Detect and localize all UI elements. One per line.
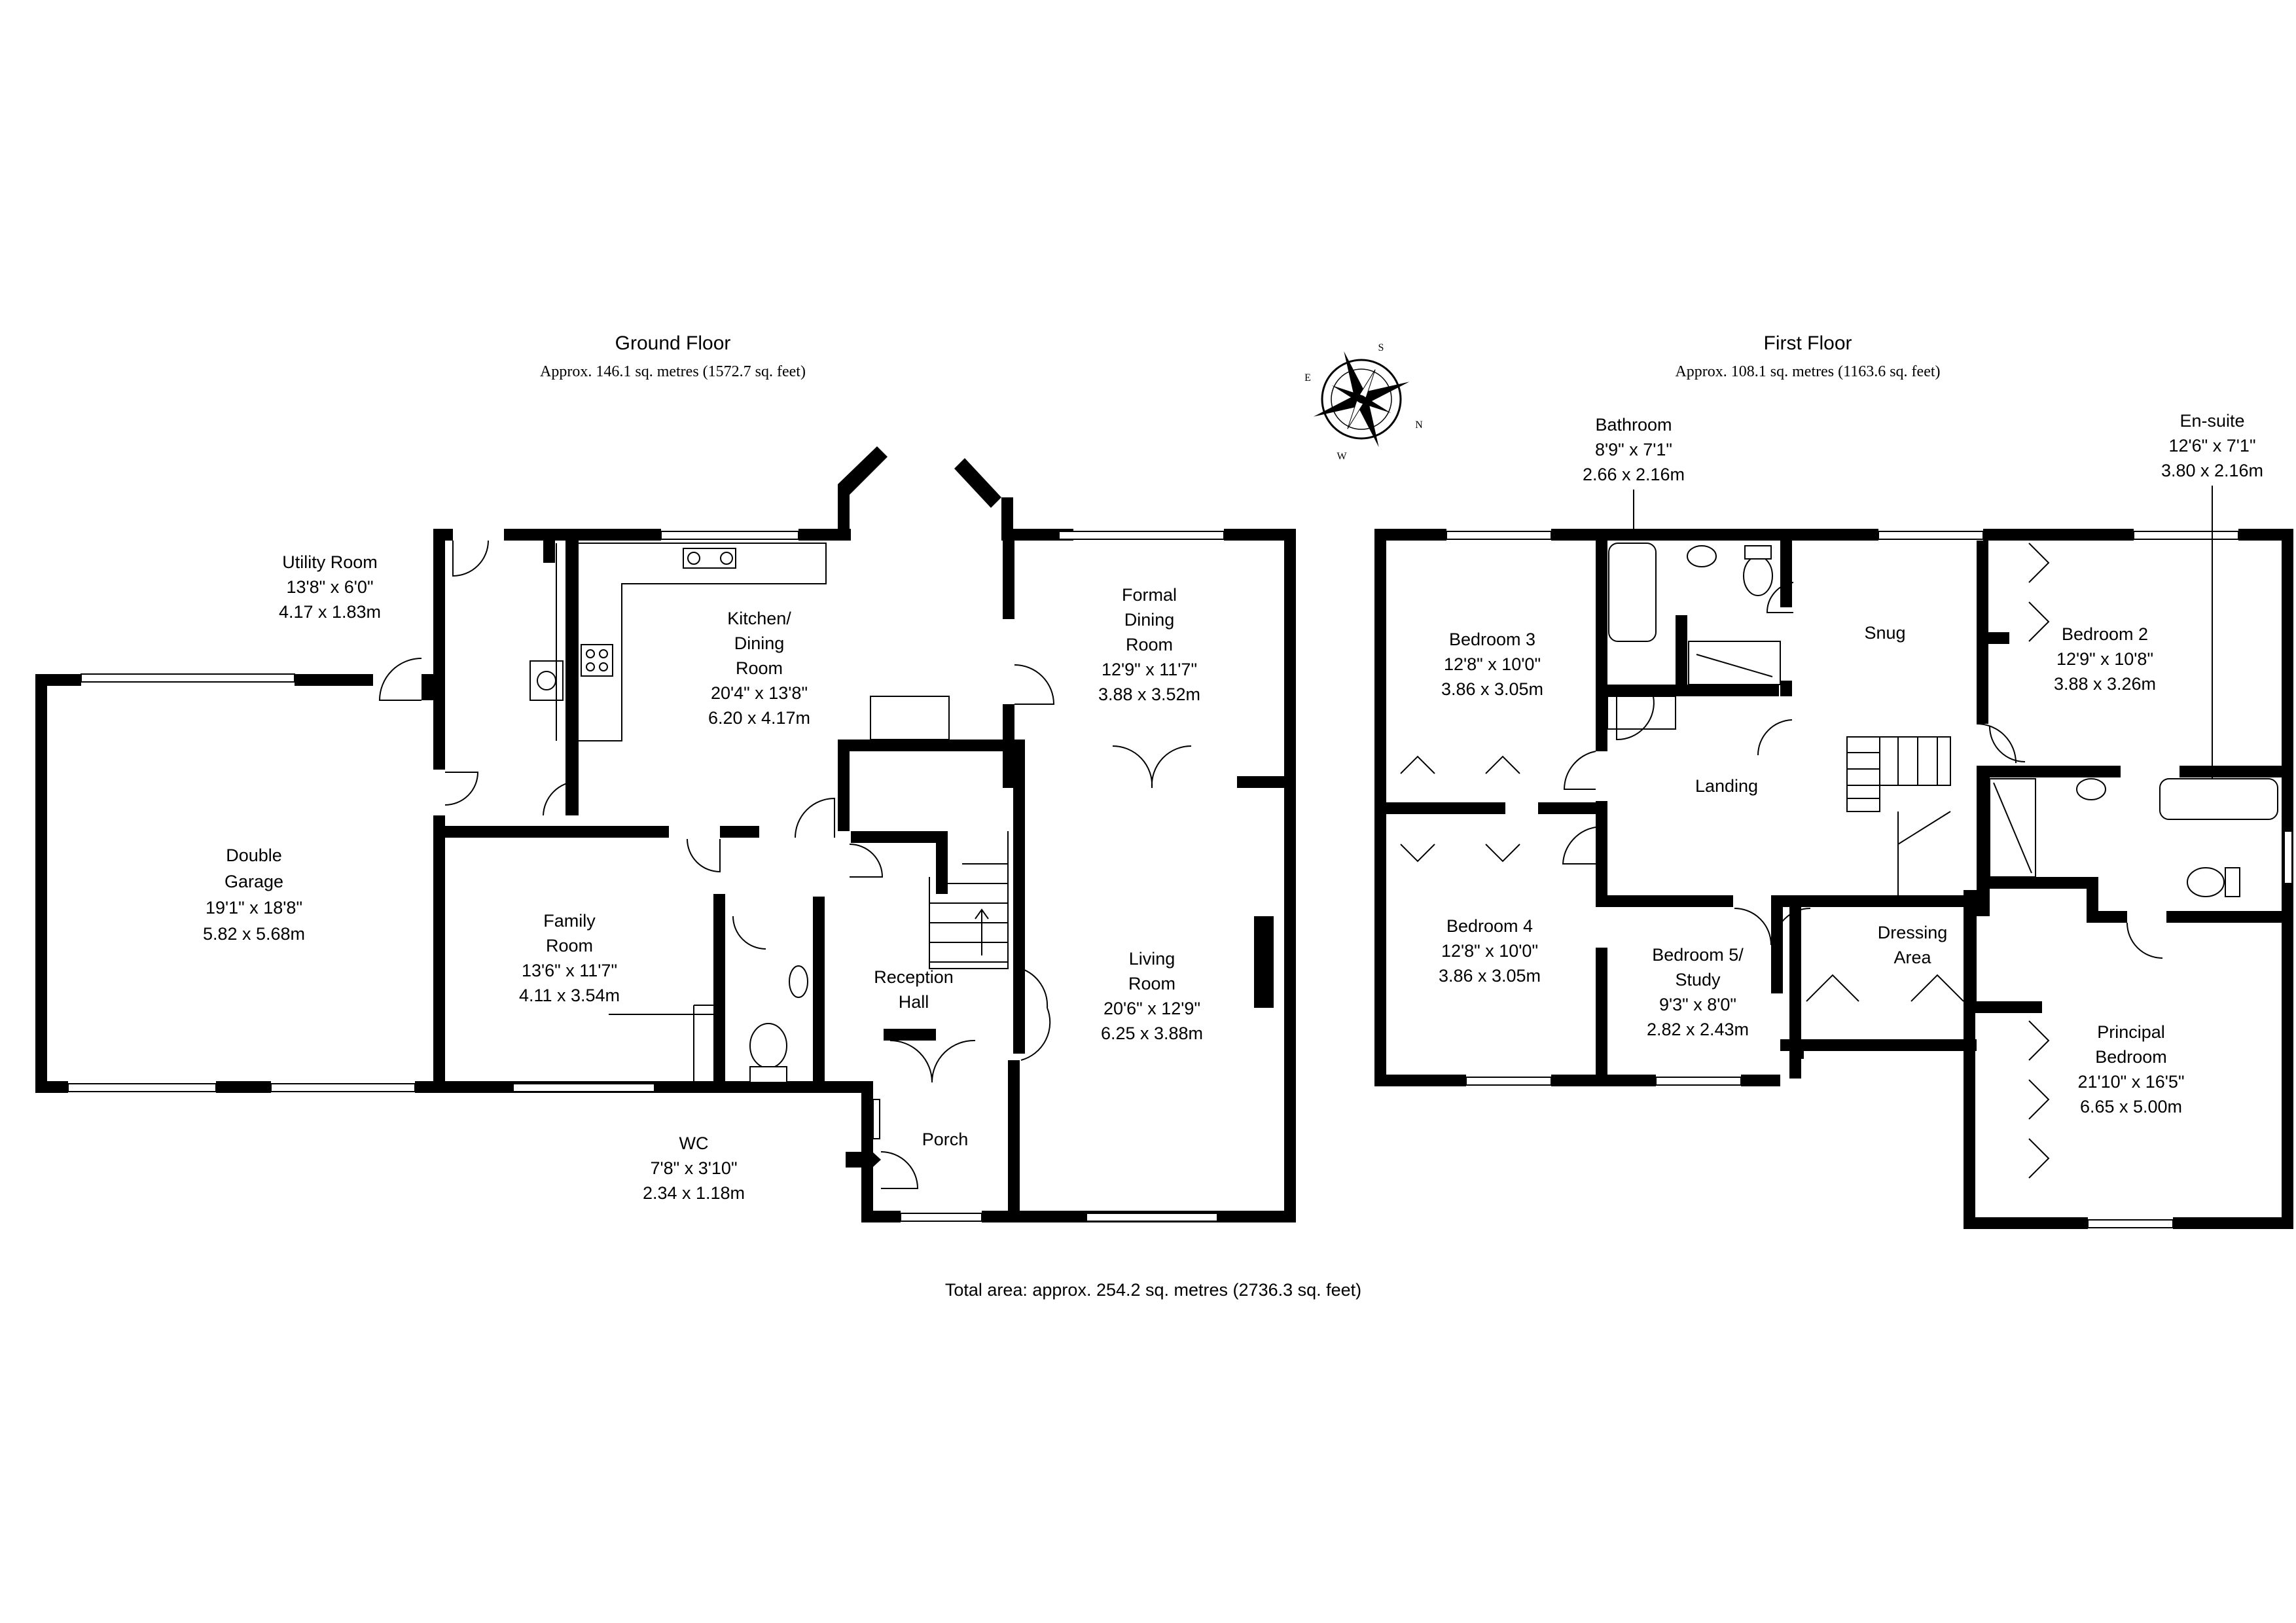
first-floor-staircase — [1846, 736, 1951, 895]
room-name: WC — [679, 1133, 709, 1153]
room-imperial-size: 19'1" x 18'8" — [206, 898, 302, 918]
room-metric-size: 6.25 x 3.88m — [1101, 1024, 1203, 1043]
room-imperial-size: 12'6" x 7'1" — [2168, 436, 2255, 455]
room-principal-bedroom: Principal Bedroom 21'10" x 16'5" 6.65 x … — [2077, 1022, 2184, 1116]
room-bathroom: Bathroom 8'9" x 7'1" 2.66 x 2.16m — [1583, 415, 1685, 484]
room-imperial-size: 20'6" x 12'9" — [1103, 999, 1200, 1018]
ground-floor-windows — [67, 531, 1225, 1222]
room-metric-size: 3.86 x 3.05m — [1441, 679, 1543, 699]
room-name: Formal — [1122, 585, 1177, 605]
room-kitchen: Kitchen/ Dining Room 20'4" x 13'8" 6.20 … — [708, 609, 810, 728]
room-name: Living — [1129, 949, 1175, 969]
room-metric-size: 2.66 x 2.16m — [1583, 465, 1685, 484]
first-floor-walls — [1374, 529, 2293, 1229]
front-entrance-arrow-icon — [846, 1144, 881, 1175]
room-metric-size: 6.20 x 4.17m — [708, 708, 810, 728]
room-imperial-size: 21'10" x 16'5" — [2077, 1072, 2184, 1092]
room-metric-size: 4.17 x 1.83m — [279, 602, 381, 622]
room-name: Study — [1675, 970, 1721, 990]
room-wc: WC 7'8" x 3'10" 2.34 x 1.18m — [643, 1133, 745, 1203]
first-floor-windows — [1446, 531, 2293, 1228]
room-name: Dining — [734, 633, 785, 653]
room-metric-size: 3.88 x 3.52m — [1098, 685, 1200, 704]
compass-rose-icon: S E N W — [1304, 342, 1423, 462]
room-name: Bathroom — [1595, 415, 1672, 435]
room-snug: Snug — [1864, 623, 1905, 643]
room-utility: Utility Room 13'8" x 6'0" 4.17 x 1.83m — [279, 552, 381, 622]
room-name: Landing — [1695, 776, 1758, 796]
room-name: Kitchen/ — [727, 609, 791, 628]
room-name: Utility Room — [282, 552, 378, 572]
room-name: Principal — [2097, 1022, 2165, 1042]
room-imperial-size: 9'3" x 8'0" — [1659, 995, 1736, 1014]
first-floor-area: Approx. 108.1 sq. metres (1163.6 sq. fee… — [1675, 363, 1940, 380]
room-imperial-size: 12'8" x 10'0" — [1444, 654, 1541, 674]
room-imperial-size: 13'8" x 6'0" — [286, 577, 373, 597]
room-garage: Double Garage 19'1" x 18'8" 5.82 x 5.68m — [203, 846, 305, 944]
room-metric-size: 4.11 x 3.54m — [519, 986, 620, 1005]
compass-letter-s: S — [1378, 342, 1384, 353]
room-name: Room — [546, 936, 593, 955]
room-name: Area — [1893, 948, 1931, 967]
ground-floor-fixtures — [378, 540, 1274, 1189]
room-name: Bedroom — [2095, 1047, 2167, 1067]
room-bedroom-4: Bedroom 4 12'8" x 10'0" 3.86 x 3.05m — [1439, 916, 1541, 986]
room-name: Porch — [922, 1130, 969, 1149]
wardrobe-doors — [1400, 543, 2050, 1179]
room-name: Dining — [1124, 610, 1175, 630]
room-metric-size: 2.34 x 1.18m — [643, 1183, 745, 1203]
room-ensuite: En-suite 12'6" x 7'1" 3.80 x 2.16m — [2161, 411, 2263, 480]
room-name: Garage — [224, 872, 283, 891]
room-metric-size: 6.65 x 5.00m — [2080, 1097, 2182, 1116]
room-name: Bedroom 4 — [1446, 916, 1533, 936]
room-bedroom-5-study: Bedroom 5/ Study 9'3" x 8'0" 2.82 x 2.43… — [1647, 945, 1749, 1039]
total-area: Total area: approx. 254.2 sq. metres (27… — [945, 1280, 1361, 1300]
room-imperial-size: 7'8" x 3'10" — [650, 1158, 737, 1178]
room-living: Living Room 20'6" x 12'9" 6.25 x 3.88m — [1101, 949, 1203, 1043]
room-metric-size: 5.82 x 5.68m — [203, 924, 305, 944]
room-name: Family — [543, 911, 596, 931]
room-imperial-size: 12'8" x 10'0" — [1441, 941, 1538, 961]
room-name: Reception — [874, 967, 954, 987]
room-name: Bedroom 2 — [2062, 624, 2148, 644]
room-name: Dressing — [1878, 923, 1948, 942]
first-floor-title: First Floor — [1764, 332, 1852, 354]
room-name: Bedroom 5/ — [1652, 945, 1744, 965]
room-metric-size: 2.82 x 2.43m — [1647, 1020, 1749, 1039]
room-family: Family Room 13'6" x 11'7" 4.11 x 3.54m — [519, 911, 620, 1005]
room-name: Bedroom 3 — [1449, 630, 1535, 649]
ground-staircase — [929, 831, 1009, 969]
compass-letter-w: W — [1336, 451, 1347, 462]
room-name: En-suite — [2179, 411, 2244, 431]
room-imperial-size: 12'9" x 10'8" — [2056, 649, 2153, 669]
room-reception-hall: Reception Hall — [874, 967, 954, 1012]
room-formal-dining: Formal Dining Room 12'9" x 11'7" 3.88 x … — [1098, 585, 1200, 704]
room-imperial-size: 13'6" x 11'7" — [522, 961, 617, 980]
compass-letter-n: N — [1415, 419, 1423, 431]
room-imperial-size: 20'4" x 13'8" — [711, 683, 808, 703]
room-metric-size: 3.80 x 2.16m — [2161, 461, 2263, 480]
room-metric-size: 3.88 x 3.26m — [2054, 674, 2156, 694]
room-imperial-size: 8'9" x 7'1" — [1595, 440, 1672, 459]
room-name: Room — [736, 658, 783, 678]
room-name: Snug — [1864, 623, 1905, 643]
room-name: Hall — [899, 992, 929, 1012]
ground-floor-title: Ground Floor — [615, 332, 731, 354]
room-dressing-area: Dressing Area — [1878, 923, 1948, 967]
compass-letter-e: E — [1304, 372, 1311, 383]
room-landing: Landing — [1695, 776, 1758, 796]
room-imperial-size: 12'9" x 11'7" — [1102, 660, 1197, 679]
first-floor-fixtures — [1400, 543, 2278, 1179]
room-name: Room — [1128, 974, 1175, 993]
room-metric-size: 3.86 x 3.05m — [1439, 966, 1541, 986]
ground-floor-area: Approx. 146.1 sq. metres (1572.7 sq. fee… — [540, 363, 806, 380]
room-bedroom-2: Bedroom 2 12'9" x 10'8" 3.88 x 3.26m — [2054, 624, 2156, 694]
ground-floor-walls — [35, 446, 1296, 1222]
room-bedroom-3: Bedroom 3 12'8" x 10'0" 3.86 x 3.05m — [1441, 630, 1543, 699]
room-porch: Porch — [922, 1130, 969, 1149]
room-name: Room — [1126, 635, 1173, 654]
room-name: Double — [226, 846, 282, 865]
